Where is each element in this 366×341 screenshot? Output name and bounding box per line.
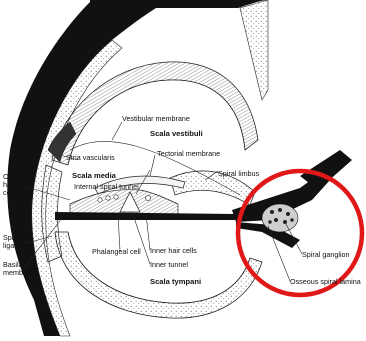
label-spiral-ganglion: Spiral ganglion: [302, 250, 350, 259]
scala-tympani-wall: [55, 232, 262, 318]
label-internal-spiral-tunnel: Internal spiral tunnel: [74, 182, 139, 191]
label-inner-hair-cells: Inner hair cells: [150, 246, 197, 255]
label-phalangeal-cell: Phalangeal cell: [92, 247, 141, 256]
label-tectorial-membrane: Tectorial membrane: [157, 149, 220, 158]
label-stria-vascularis: Stria vascularis: [66, 153, 115, 162]
label-scala-media: Scala media: [72, 171, 117, 180]
label-osseous-spiral-lamina: Osseous spiral lamina: [290, 277, 361, 286]
label-vestibular-membrane: Vestibular membrane: [122, 114, 190, 123]
label-cells: cells: [3, 188, 18, 197]
label-spiral-limbus: Spiral limbus: [218, 169, 260, 178]
label-ligament: ligament: [3, 241, 30, 250]
basilar-membrane: [55, 212, 235, 220]
label-scala-vestibuli: Scala vestibuli: [150, 129, 203, 138]
label-membrane: membrane: [3, 268, 37, 277]
label-scala-tympani: Scala tympani: [150, 277, 201, 286]
label-inner-tunnel: Inner tunnel: [150, 260, 188, 269]
organ-of-corti: [70, 190, 178, 214]
spiral-ganglion: [262, 204, 298, 232]
